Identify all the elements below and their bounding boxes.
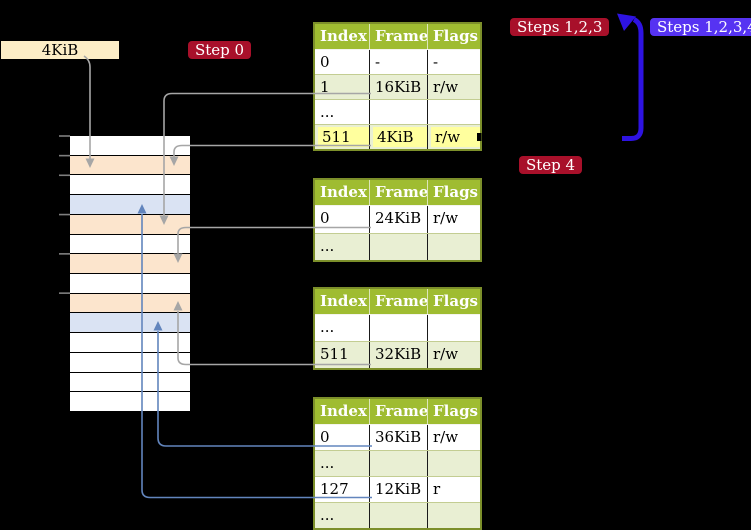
table-cell: ... — [315, 233, 370, 260]
column-header: Frame — [370, 180, 428, 205]
step-4-badge: Step 4 — [519, 156, 583, 174]
table-cell: 127 — [315, 477, 370, 502]
table-cell: 12KiB — [370, 477, 428, 502]
table-cell: 32KiB — [370, 342, 428, 368]
memory-frame-row — [70, 214, 190, 235]
table-cell — [428, 234, 480, 261]
memory-frame-row — [70, 254, 190, 275]
memory-frame-row — [70, 136, 190, 156]
memory-frame-row — [70, 392, 190, 412]
table-cell — [428, 315, 480, 341]
memory-frame-row — [70, 352, 190, 373]
column-header: Frame — [370, 24, 428, 49]
table-cell: - — [370, 50, 428, 74]
table-row: ... — [315, 99, 480, 124]
table-cell: - — [433, 53, 439, 71]
table-cell: r/w — [428, 125, 480, 149]
table-cell — [370, 233, 428, 260]
table-cell: ... — [315, 503, 370, 528]
memory-frame-row — [70, 293, 190, 314]
table-cell — [370, 451, 428, 476]
table-cell: 16KiB — [370, 75, 428, 99]
table-cell: ... — [315, 315, 370, 341]
column-header: Flags — [433, 183, 478, 201]
table-cell: r — [433, 480, 441, 498]
table-cell: r/w — [433, 78, 459, 96]
memory-frame-row — [70, 195, 190, 215]
steps-1234-badge: Steps 1,2,3,4 — [650, 18, 751, 36]
table-cell: 0 — [315, 50, 370, 74]
table-cell — [370, 315, 428, 341]
table-cell: 36KiB — [370, 425, 428, 450]
highlighted-value: r/w — [431, 127, 480, 147]
table-cell: r/w — [433, 428, 459, 446]
table-cell — [428, 503, 480, 528]
column-header: Index — [315, 289, 370, 314]
step-0-badge: Step 0 — [188, 41, 252, 59]
frame-size-label: 4KiB — [1, 41, 119, 59]
memory-frame-row — [70, 274, 190, 294]
table-cell — [428, 451, 480, 476]
table-cell: 511 — [315, 125, 370, 149]
memory-frame-row — [70, 175, 190, 196]
column-header: Index — [315, 180, 370, 205]
memory-frame-row — [70, 313, 190, 334]
table-cell: 1 — [315, 75, 370, 99]
memory-frame-row — [70, 155, 190, 176]
column-header: Frame — [370, 289, 428, 314]
table-cell — [370, 503, 428, 528]
table-cell: r/w — [433, 209, 459, 227]
table-row: ... — [315, 502, 480, 528]
physical-memory-column — [70, 136, 190, 412]
column-header: Flags — [433, 292, 478, 310]
memory-frame-row — [70, 333, 190, 353]
column-header: Index — [315, 24, 370, 49]
highlighted-value: 4KiB — [373, 127, 427, 147]
table-cell — [428, 100, 480, 124]
table-row: ... — [315, 450, 480, 476]
memory-frame-row — [70, 234, 190, 255]
table-cell: 4KiB — [370, 125, 428, 149]
table-cell: ... — [315, 100, 370, 124]
table-cell: 0 — [315, 425, 370, 450]
column-header: Flags — [433, 402, 478, 420]
table-cell — [370, 100, 428, 124]
column-header: Flags — [433, 27, 478, 45]
column-header: Index — [315, 399, 370, 424]
memory-tick-marks — [59, 135, 70, 294]
column-header: Frame — [370, 399, 428, 424]
memory-frame-row — [70, 372, 190, 393]
table-cell: r/w — [433, 345, 459, 363]
table-cell: 0 — [315, 206, 370, 233]
table-row: ... — [315, 314, 480, 341]
steps-bracket-arrow — [617, 13, 644, 141]
table-row: ... — [315, 232, 480, 261]
table-cell: 511 — [315, 342, 370, 368]
table-cell: 24KiB — [370, 206, 428, 233]
highlighted-value: 511 — [318, 127, 369, 147]
steps-123-badge: Steps 1,2,3 — [510, 18, 610, 36]
table-cell: ... — [315, 451, 370, 476]
table-row: 0-- — [315, 49, 480, 74]
